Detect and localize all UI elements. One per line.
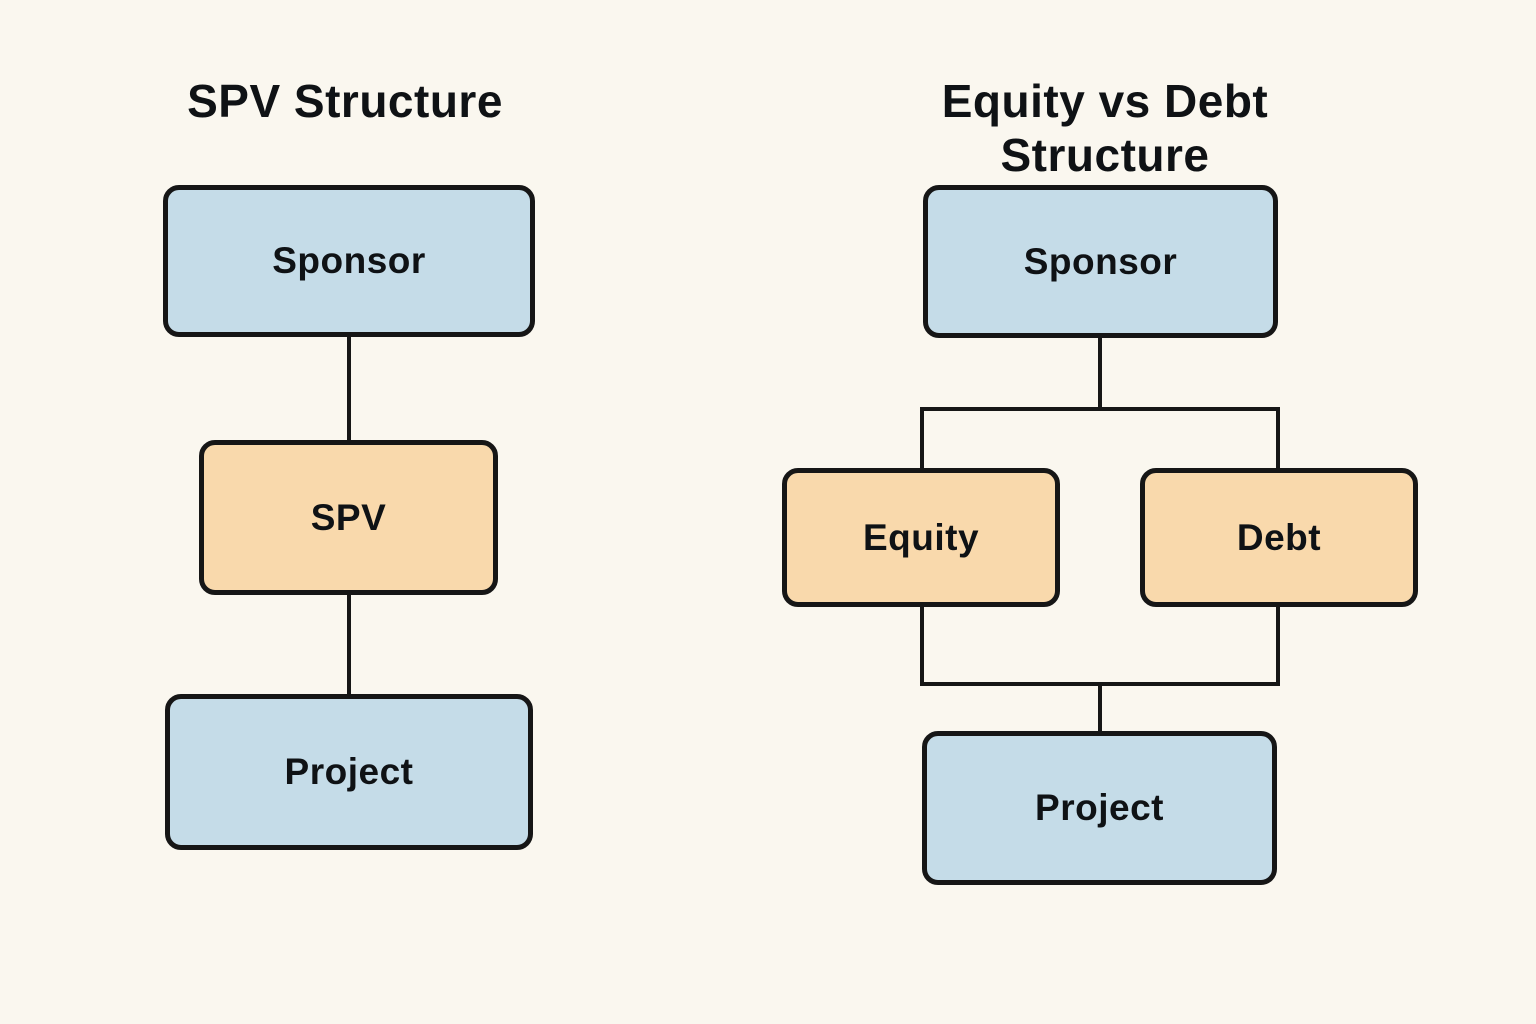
node-sponsor-left-label: Sponsor bbox=[272, 240, 426, 281]
connector-equity-to-merge bbox=[920, 605, 924, 686]
node-debt: Debt bbox=[1140, 468, 1418, 607]
node-project-left: Project bbox=[165, 694, 533, 850]
node-project-left-label: Project bbox=[284, 751, 414, 792]
connector-merge-to-project bbox=[1098, 684, 1102, 733]
node-spv-label: SPV bbox=[310, 496, 387, 538]
node-sponsor-right-label: Sponsor bbox=[1023, 240, 1178, 282]
left-diagram-title: SPV Structure bbox=[187, 75, 503, 127]
connector-branch-bar bbox=[920, 407, 1280, 411]
node-equity-label: Equity bbox=[862, 516, 980, 558]
connector-sponsor-spv bbox=[347, 335, 351, 442]
right-diagram-title: Equity vs Debt Structure bbox=[941, 75, 1269, 181]
connector-branch-to-equity bbox=[920, 407, 924, 470]
node-project-right: Project bbox=[922, 731, 1277, 885]
node-equity: Equity bbox=[782, 468, 1060, 607]
connector-sponsor-branch-stub bbox=[1098, 336, 1102, 411]
node-debt-label: Debt bbox=[1236, 516, 1322, 558]
node-sponsor-right: Sponsor bbox=[923, 185, 1278, 338]
node-spv: SPV bbox=[199, 440, 498, 595]
connector-spv-project bbox=[347, 593, 351, 696]
node-sponsor-left: Sponsor bbox=[163, 185, 535, 337]
connector-debt-to-merge bbox=[1276, 605, 1280, 686]
connector-branch-to-debt bbox=[1276, 407, 1280, 470]
node-project-right-label: Project bbox=[1035, 787, 1164, 828]
